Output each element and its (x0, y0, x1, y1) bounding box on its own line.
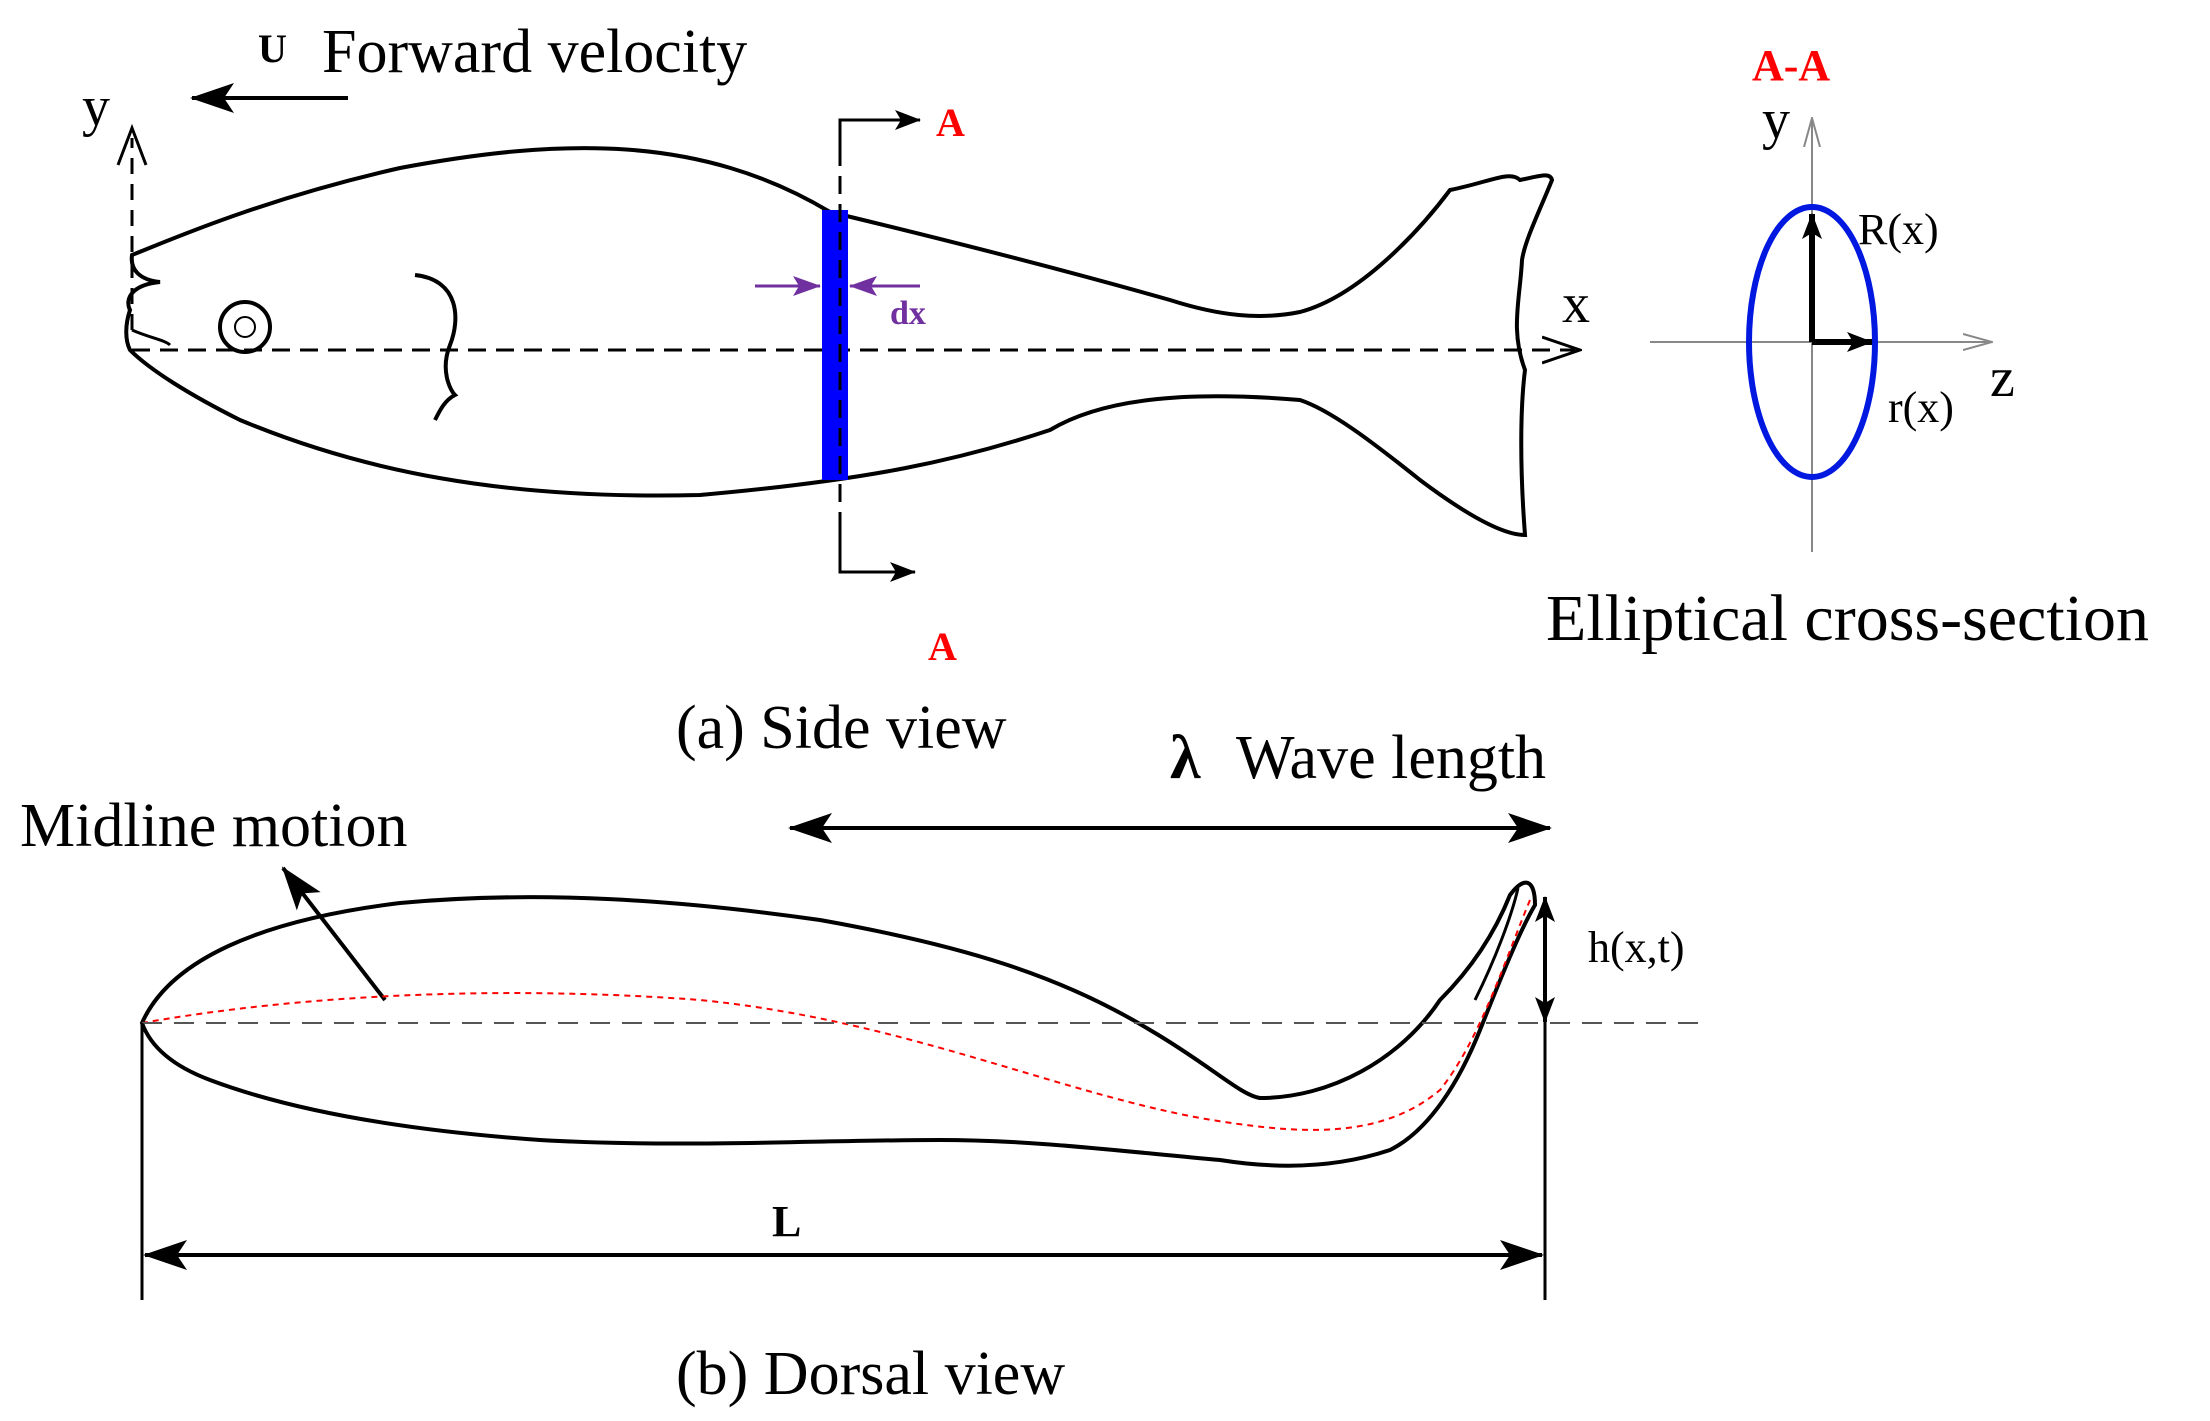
section-marker-bottom: A (928, 624, 957, 669)
dorsal-view: λ Wave length Midline motion h(x,t) L (b… (20, 724, 1700, 1408)
side-fish-mouth (131, 328, 172, 347)
forward-symbol: U (258, 26, 287, 71)
dorsal-view-caption: (b) Dorsal view (676, 1340, 1065, 1408)
side-fish-eye-outer (218, 300, 272, 354)
cross-section-title: A-A (1752, 41, 1830, 90)
section-cut-bottom-bracket (838, 528, 880, 574)
cross-z-label: z (1990, 347, 2015, 409)
section-strip-dx (822, 210, 848, 480)
major-radius-label: R(x) (1858, 205, 1939, 254)
cross-y-label: y (1762, 89, 1790, 151)
dorsal-fish-body (139, 880, 1538, 1168)
side-y-arrowhead (116, 123, 148, 166)
side-view: U Forward velocity y x A A dx (82, 18, 1590, 762)
section-cut-top-bracket (838, 118, 900, 158)
cross-section-caption: Elliptical cross-section (1546, 582, 2149, 655)
wavelength-symbol: λ (1170, 724, 1201, 792)
side-x-label: x (1562, 273, 1590, 335)
minor-radius-label: r(x) (1888, 383, 1954, 432)
wavelength-label: Wave length (1236, 724, 1546, 792)
length-label: L (772, 1197, 801, 1246)
cross-section: A-A y z R(x) r(x) Elliptical cross-secti… (1546, 41, 2149, 655)
side-view-caption: (a) Side view (676, 694, 1007, 762)
dx-label: dx (890, 295, 926, 332)
side-fish-body (124, 146, 1555, 538)
side-fish-eye-inner (234, 316, 256, 338)
midline-label: Midline motion (20, 792, 408, 860)
cross-ellipse (1746, 204, 1878, 480)
dorsal-midline-curve (141, 899, 1531, 1131)
amplitude-label: h(x,t) (1588, 923, 1685, 972)
side-y-label: y (82, 76, 110, 138)
dorsal-tail-inner (1473, 887, 1520, 1001)
section-marker-top: A (936, 100, 965, 145)
midline-pointer-arrow (281, 866, 387, 1002)
side-fish-gill (414, 273, 459, 421)
forward-velocity-label: Forward velocity (322, 18, 747, 86)
